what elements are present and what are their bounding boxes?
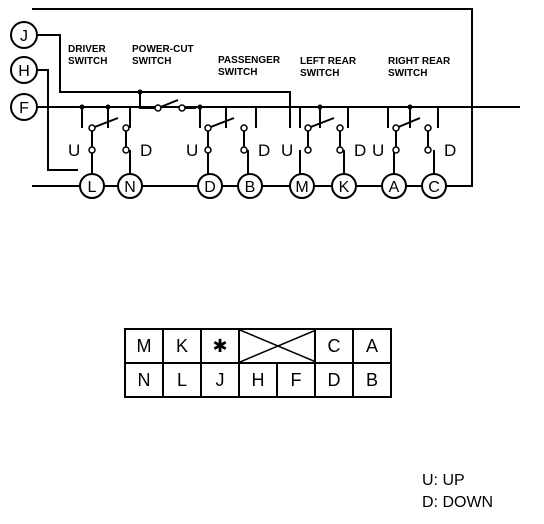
terminal-m: M [295,179,308,196]
pin-f: F [276,362,316,398]
legend-up: U: UP [422,472,465,489]
driver-down-label: D [140,141,152,160]
pin-d: D [314,362,354,398]
pin-blank [238,328,316,364]
passenger-up-label: U [186,141,198,160]
bus-h-circle [10,56,38,84]
window-switch-schematic: J H F DRIVER SWITCH POWER-CUT SWITCH PAS… [10,8,520,199]
pin-j: J [200,362,240,398]
driver-switch-label-2: SWITCH [68,56,107,67]
terminal-l: L [88,179,97,196]
power-cut-switch-label-2: SWITCH [132,56,171,67]
connector-row-bottom: N L J H F D B [124,362,392,398]
passenger-switch-label-1: PASSENGER [218,55,281,66]
pin-l: L [162,362,202,398]
terminal-c: C [428,179,440,196]
terminal-a: A [389,179,400,196]
terminal-k: K [339,179,350,196]
left-rear-switch-label-2: SWITCH [300,68,339,79]
pin-k: K [162,328,202,364]
left-rear-down-label: D [354,141,366,160]
left-rear-switch-label-1: LEFT REAR [300,56,357,67]
terminal-d: D [204,179,216,196]
pin-c: C [314,328,354,364]
pin-n: N [124,362,164,398]
driver-up-label: U [68,141,80,160]
driver-switch-label-1: DRIVER [68,44,107,55]
legend-down: D: DOWN [422,494,494,511]
pin-b: B [352,362,392,398]
blank-cross-icon [240,330,316,362]
right-rear-switch-label-1: RIGHT REAR [388,56,451,67]
bus-f-circle [10,93,38,121]
bus-j-label: J [20,28,28,45]
bus-j-circle [10,21,38,49]
connector-pinout: M K ✱ C A N L J H F D B [124,328,392,398]
right-rear-switch-label-2: SWITCH [388,68,427,79]
passenger-switch-label-2: SWITCH [218,67,257,78]
pin-m: M [124,328,164,364]
legend: U: UP D: DOWN [422,470,493,514]
power-cut-switch-label-1: POWER-CUT [132,44,194,55]
connector-row-top: M K ✱ C A [124,328,392,364]
passenger-down-label: D [258,141,270,160]
terminal-b: B [245,179,256,196]
pin-h: H [238,362,278,398]
bus-f-label: F [19,100,29,117]
bus-h-label: H [18,63,30,80]
terminal-n: N [124,179,136,196]
pin-star: ✱ [200,328,240,364]
left-rear-up-label: U [281,141,293,160]
right-rear-up-label: U [372,141,384,160]
right-rear-down-label: D [444,141,456,160]
pin-a: A [352,328,392,364]
